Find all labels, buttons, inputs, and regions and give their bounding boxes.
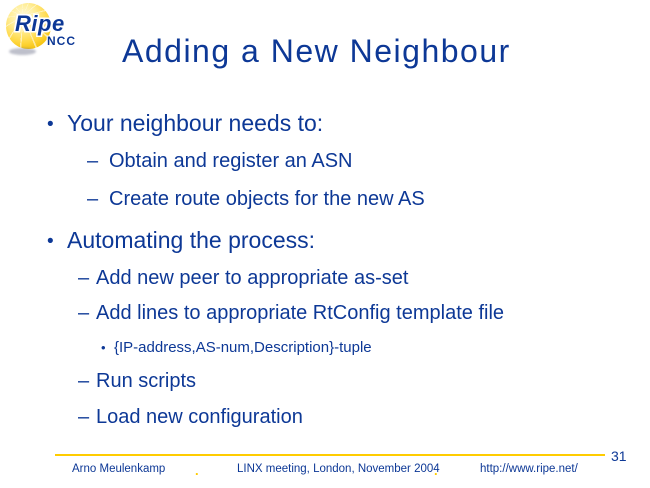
globe-ball-icon: [6, 3, 51, 49]
bullet-text: {IP-address,AS-num,Description}-tuple: [114, 339, 372, 356]
bullet-item: • {IP-address,AS-num,Description}-tuple: [101, 339, 372, 356]
bullet-item: –Add lines to appropriate RtConfig templ…: [78, 302, 504, 325]
bullet-marker: –: [78, 370, 90, 392]
bullet-marker: –: [78, 302, 90, 324]
footer-separator-dot: .: [434, 463, 438, 478]
bullet-text: Obtain and register an ASN: [109, 150, 353, 172]
bullet-item: –Add new peer to appropriate as-set: [78, 267, 408, 290]
bullet-marker: –: [78, 406, 90, 428]
logo-brand-text: Ripe: [15, 11, 65, 36]
slide-title: Adding a New Neighbour: [122, 33, 511, 69]
page-number: 31: [611, 448, 627, 464]
bullet-text: Create route objects for the new AS: [109, 188, 425, 210]
bullet-item: • Your neighbour needs to:: [47, 110, 323, 137]
bullet-marker: •: [47, 231, 54, 252]
footer-author: Arno Meulenkamp: [72, 463, 166, 475]
bullet-item: –Load new configuration: [78, 406, 303, 429]
bullet-item: –Obtain and register an ASN: [87, 150, 352, 173]
logo-org-text: NCC: [47, 34, 76, 48]
globe-shadow: [9, 48, 36, 55]
bullet-marker: –: [78, 267, 90, 289]
bullet-text: Run scripts: [96, 370, 197, 392]
bullet-marker: –: [87, 150, 99, 172]
footer-divider: [55, 454, 605, 456]
bullet-marker: •: [47, 114, 54, 135]
bullet-text: Your neighbour needs to:: [67, 110, 324, 136]
footer-url: http://www.ripe.net/: [480, 463, 578, 475]
footer-separator-dot: .: [195, 463, 199, 478]
bullet-item: –Create route objects for the new AS: [87, 188, 425, 211]
bullet-item: –Run scripts: [78, 370, 196, 393]
bullet-marker: •: [101, 340, 106, 355]
bullet-marker: –: [87, 188, 99, 210]
footer-event: LINX meeting, London, November 2004: [237, 463, 440, 475]
bullet-item: • Automating the process:: [47, 227, 315, 254]
bullet-text: Automating the process:: [67, 227, 316, 253]
bullet-text: Add new peer to appropriate as-set: [96, 267, 409, 289]
bullet-text: Add lines to appropriate RtConfig templa…: [96, 302, 505, 324]
bullet-text: Load new configuration: [96, 406, 303, 428]
ripe-ncc-logo: Ripe NCC: [0, 0, 100, 62]
